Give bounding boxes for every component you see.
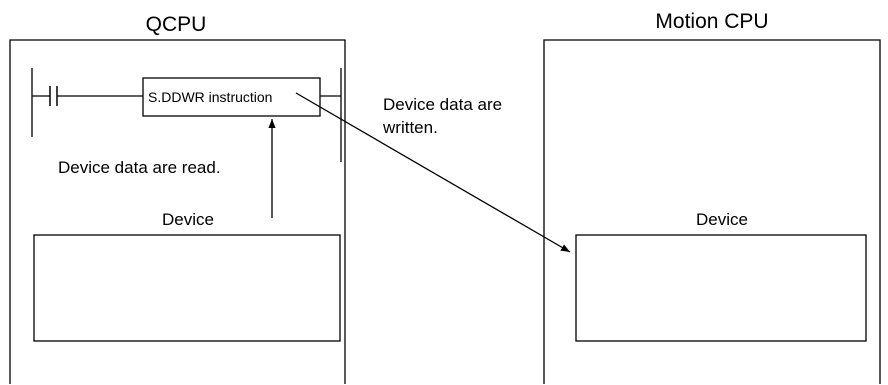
write-arrow (295, 92, 571, 253)
write-label-line1: Device data are (383, 95, 502, 114)
motion-cpu-title: Motion CPU (655, 10, 768, 33)
read-label: Device data are read. (58, 158, 221, 177)
motion-cpu-frame (543, 39, 881, 384)
qcpu-frame (9, 39, 346, 384)
write-label-line2: written. (382, 118, 438, 137)
sddwr-instruction-box (142, 77, 321, 117)
qcpu-device-box (33, 234, 341, 342)
motion-cpu-device-box (575, 234, 867, 342)
motion-cpu-device-label: Device (696, 210, 748, 229)
sddwr-instruction-label: S.DDWR instruction (148, 89, 272, 105)
qcpu-device-label: Device (162, 210, 214, 229)
qcpu-title: QCPU (146, 13, 207, 36)
